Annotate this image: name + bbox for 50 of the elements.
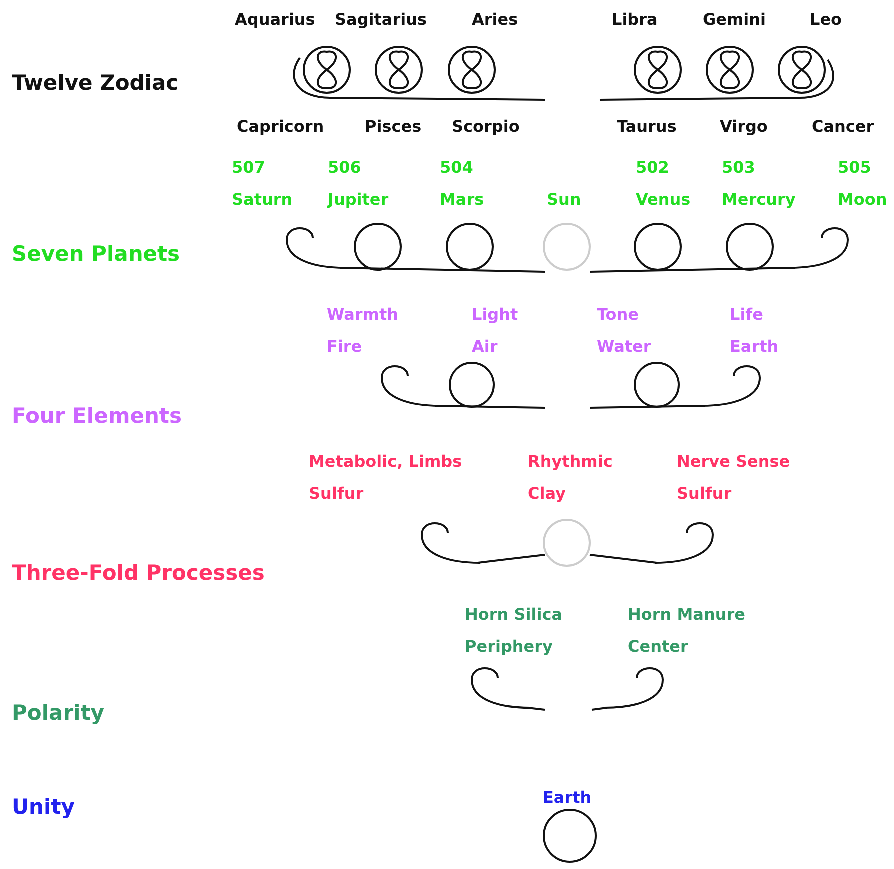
row-heading: Twelve Zodiac [12,70,179,96]
element-name: Air [472,337,498,357]
element-name: Fire [327,337,362,357]
row-heading: Seven Planets [12,241,180,267]
sign-name: Gemini [703,10,766,30]
preparation-name: Horn Silica [465,605,562,625]
row-heading: Unity [12,794,75,820]
sign-name: Aries [472,10,518,30]
process-name: Rhythmic [528,452,613,472]
row-heading: Polarity [12,700,104,726]
planet-name: Moon [838,190,888,210]
element-name: Earth [730,337,779,357]
substance-name: Sulfur [309,484,364,504]
sign-name: Taurus [617,117,677,137]
planet-name: Saturn [232,190,293,210]
ether-name: Life [730,305,764,325]
sign-name: Cancer [812,117,874,137]
row-heading: Three-Fold Processes [12,560,265,586]
ether-name: Tone [597,305,640,325]
sign-name: Scorpio [452,117,520,137]
planet-name: Earth [543,788,592,808]
planet-number: 502 [636,158,670,178]
planet-name: Mars [440,190,484,210]
preparation-name: Horn Manure [628,605,746,625]
process-name: Metabolic, Limbs [309,452,462,472]
planet-number: 504 [440,158,474,178]
location-name: Periphery [465,637,553,657]
planet-name: Sun [547,190,582,210]
row-heading: Four Elements [12,403,182,429]
element-name: Water [597,337,652,357]
planet-name: Jupiter [328,190,389,210]
planet-number: 503 [722,158,756,178]
ether-name: Light [472,305,518,325]
sign-name: Capricorn [237,117,324,137]
process-name: Nerve Sense [677,452,790,472]
sign-name: Leo [810,10,842,30]
planet-number: 506 [328,158,362,178]
sign-name: Libra [612,10,658,30]
substance-name: Clay [528,484,566,504]
planet-number: 507 [232,158,266,178]
planet-name: Mercury [722,190,796,210]
location-name: Center [628,637,688,657]
sign-name: Sagitarius [335,10,427,30]
sign-name: Pisces [365,117,422,137]
substance-name: Sulfur [677,484,732,504]
ether-name: Warmth [327,305,398,325]
sign-name: Aquarius [235,10,316,30]
planet-number: 505 [838,158,872,178]
planet-name: Venus [636,190,691,210]
sign-name: Virgo [720,117,768,137]
